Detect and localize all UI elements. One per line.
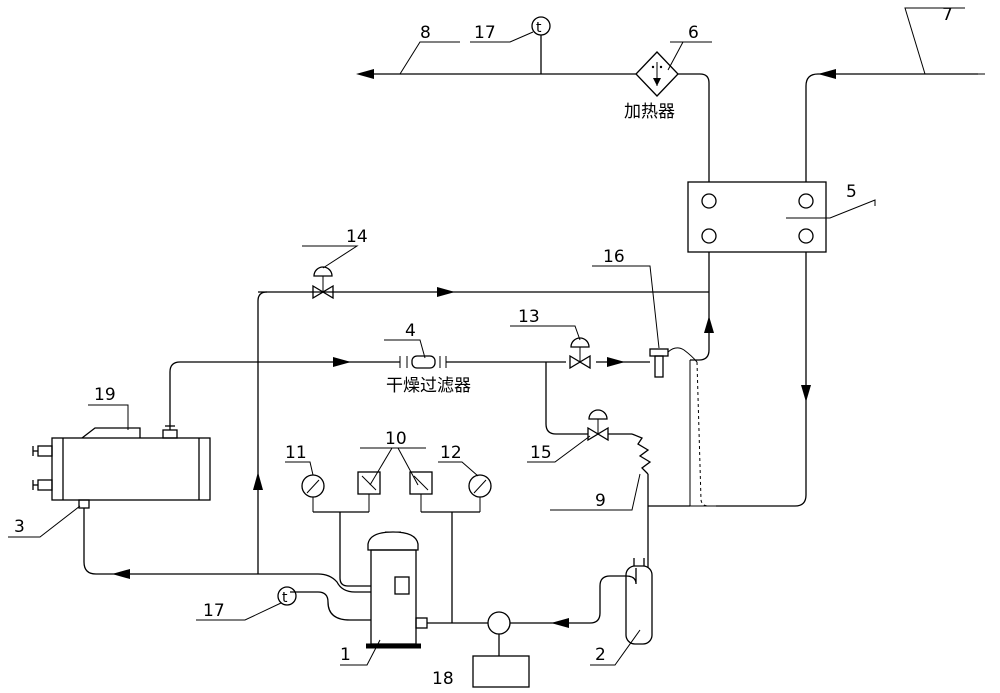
label-17-bottom: 17 (203, 601, 225, 621)
arrow-right-icon (607, 357, 625, 367)
gauge-12 (468, 474, 492, 512)
arrow-right-icon (333, 357, 351, 367)
condenser-3 (32, 425, 211, 509)
expansion-valve-16 (649, 347, 716, 507)
arrow-down-icon (653, 78, 661, 86)
label-12: 12 (440, 443, 462, 463)
label-7: 7 (942, 5, 953, 25)
label-14: 14 (346, 227, 368, 247)
label-5: 5 (846, 182, 857, 202)
compressor-1 (366, 531, 428, 649)
thermometer-17-top: t (531, 16, 551, 74)
pipe-discharge (83, 312, 371, 621)
label-11: 11 (285, 443, 307, 463)
label-10: 10 (385, 429, 407, 449)
label-9: 9 (595, 491, 606, 511)
label-15: 15 (530, 443, 552, 463)
label-6: 6 (688, 23, 699, 43)
pipe-7 (805, 69, 978, 182)
arrow-left-icon (356, 69, 374, 79)
thermometer-icon: t (536, 20, 542, 36)
label-3: 3 (14, 517, 25, 537)
label-8: 8 (420, 23, 431, 43)
label-19: 19 (94, 385, 116, 405)
pipe-8 (356, 69, 710, 182)
valve-14 (257, 266, 334, 312)
sight-glass-10-right (409, 471, 433, 512)
label-18: 18 (432, 669, 454, 689)
label-4: 4 (405, 321, 416, 341)
pump-with-motor-18 (427, 611, 530, 688)
arrow-right-icon (437, 287, 455, 297)
thermometer-17-bottom: t (277, 586, 297, 606)
arrow-left-icon (112, 569, 130, 579)
valve-13 (569, 337, 591, 370)
valve-15-branch (545, 362, 652, 475)
label-1: 1 (340, 645, 351, 665)
dryer-filter-label: 干燥过滤器 (386, 376, 471, 396)
thermometer-icon: t (282, 590, 288, 606)
label-13: 13 (518, 307, 540, 327)
heater-label: 加热器 (624, 102, 675, 122)
receiver-2 (625, 558, 653, 645)
sight-glass-10-left (357, 471, 381, 512)
arrow-left-icon (818, 69, 836, 79)
heater-6 (635, 51, 679, 97)
dryer-filter-4 (399, 355, 447, 369)
label-17-top: 17 (474, 23, 496, 43)
arrow-up-icon (253, 472, 263, 490)
pipe-suction (510, 474, 690, 628)
label-2: 2 (595, 645, 606, 665)
pipe-gauge-left-drop (339, 512, 371, 587)
label-16: 16 (603, 247, 625, 267)
arrow-up-icon (704, 316, 714, 333)
plate-heat-exchanger-5 (687, 181, 827, 253)
gauge-11 (301, 474, 325, 512)
pipe-hx-return (716, 252, 811, 507)
leader-lines (8, 7, 985, 666)
arrow-down-icon (801, 385, 811, 402)
arrow-left-icon (551, 618, 569, 628)
